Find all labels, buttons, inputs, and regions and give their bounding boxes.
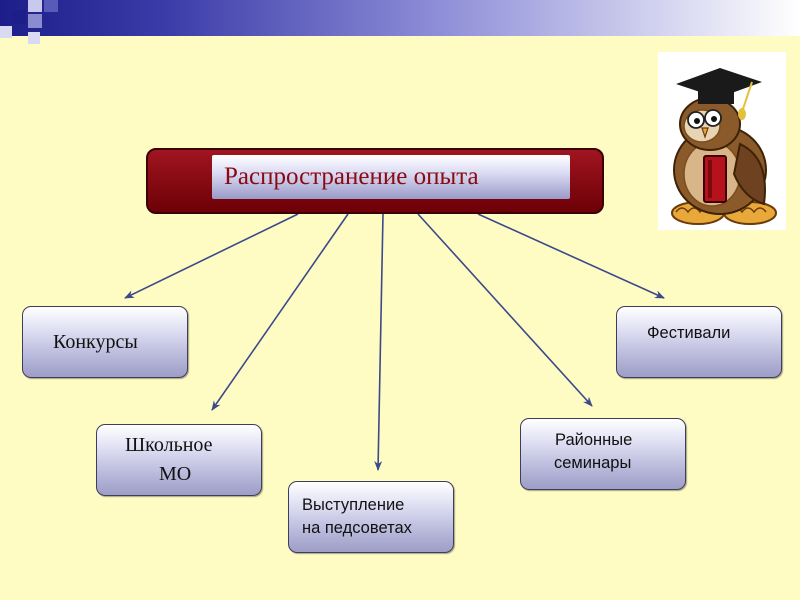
node-festivali-label: Фестивали: [647, 324, 731, 342]
node-rayonnye-line2: семинары: [554, 454, 632, 472]
top-gradient-bar: [0, 0, 800, 36]
arrow-to-shkolnoe-mo: [211, 213, 349, 411]
node-shkolnoe-mo-line1: Школьное: [125, 434, 213, 456]
main-topic-title: Распространение опыта: [224, 163, 479, 190]
arrow-to-rayonnye: [417, 213, 593, 407]
corner-squares-decoration: [0, 0, 60, 50]
node-konkursy-label: Конкурсы: [53, 330, 138, 353]
node-vystuplenie-line2: на педсоветах: [302, 519, 412, 537]
node-konkursy: Конкурсы: [22, 306, 188, 378]
node-rayonnye-line1: Районные: [555, 431, 633, 449]
main-topic-label-box: Распространение опыта: [212, 155, 570, 199]
arrow-to-festivali: [477, 213, 665, 299]
owl-graduate-icon: [658, 52, 786, 230]
node-shkolnoe-mo-line2: МО: [159, 463, 192, 485]
node-rayonnye: Районные семинары: [520, 418, 686, 490]
node-festivali: Фестивали: [616, 306, 782, 378]
arrow-to-vystuplenie: [374, 213, 384, 471]
node-shkolnoe-mo: Школьное МО: [96, 424, 262, 496]
node-vystuplenie: Выступление на педсоветах: [288, 481, 454, 553]
arrow-to-konkursy: [124, 213, 299, 299]
node-vystuplenie-line1: Выступление: [302, 496, 405, 514]
